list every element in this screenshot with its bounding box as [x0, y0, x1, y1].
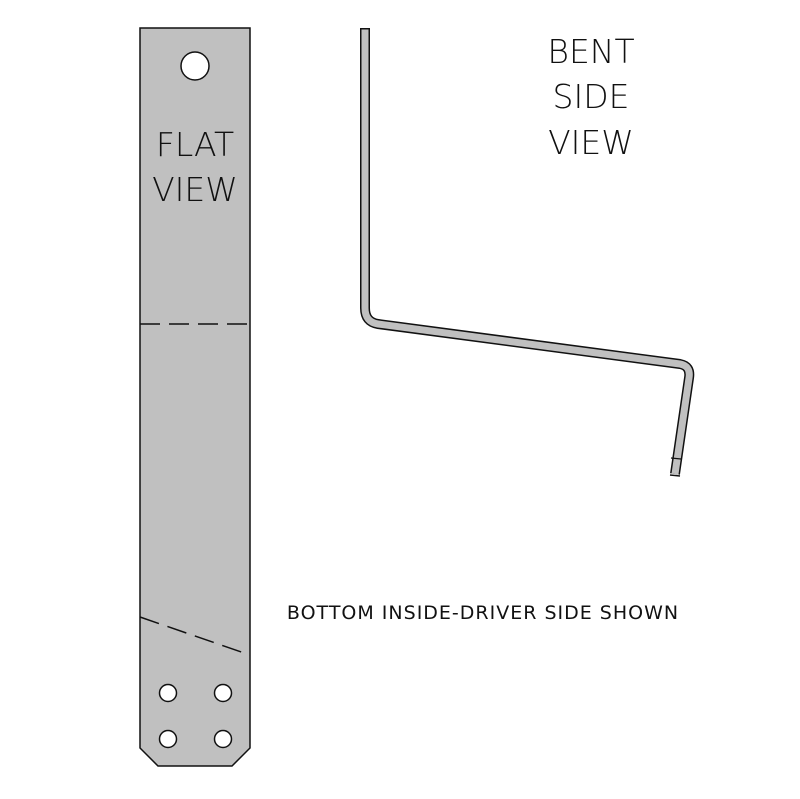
bent-side-view-label-line1: BENT [547, 32, 634, 71]
bent-side-view-label-line3: VIEW [548, 123, 634, 162]
bent-side-view-label-line2: SIDE [553, 77, 630, 116]
flat-view-label-line2: VIEW [152, 170, 238, 209]
bent-bracket-bottom-end [669, 474, 681, 477]
flat-bracket-outline [139, 27, 251, 767]
bent-bracket-profile [361, 28, 693, 475]
orientation-note: BOTTOM INSIDE-DRIVER SIDE SHOWN [287, 602, 679, 624]
flat-view: FLAT VIEW [139, 27, 251, 767]
bent-side-view: BENT SIDE VIEW [360, 28, 695, 477]
flat-view-label-line1: FLAT [156, 125, 234, 164]
bent-bracket-outline-stroke [360, 28, 695, 475]
bent-bracket-bend-tick [670, 457, 682, 460]
fold-line-lower [139, 616, 251, 656]
bottom-hole-bottom-left [158, 729, 178, 749]
bottom-hole-top-right [213, 683, 233, 703]
bottom-hole-top-left [158, 683, 178, 703]
top-mounting-hole [180, 51, 210, 81]
bottom-hole-bottom-right [213, 729, 233, 749]
